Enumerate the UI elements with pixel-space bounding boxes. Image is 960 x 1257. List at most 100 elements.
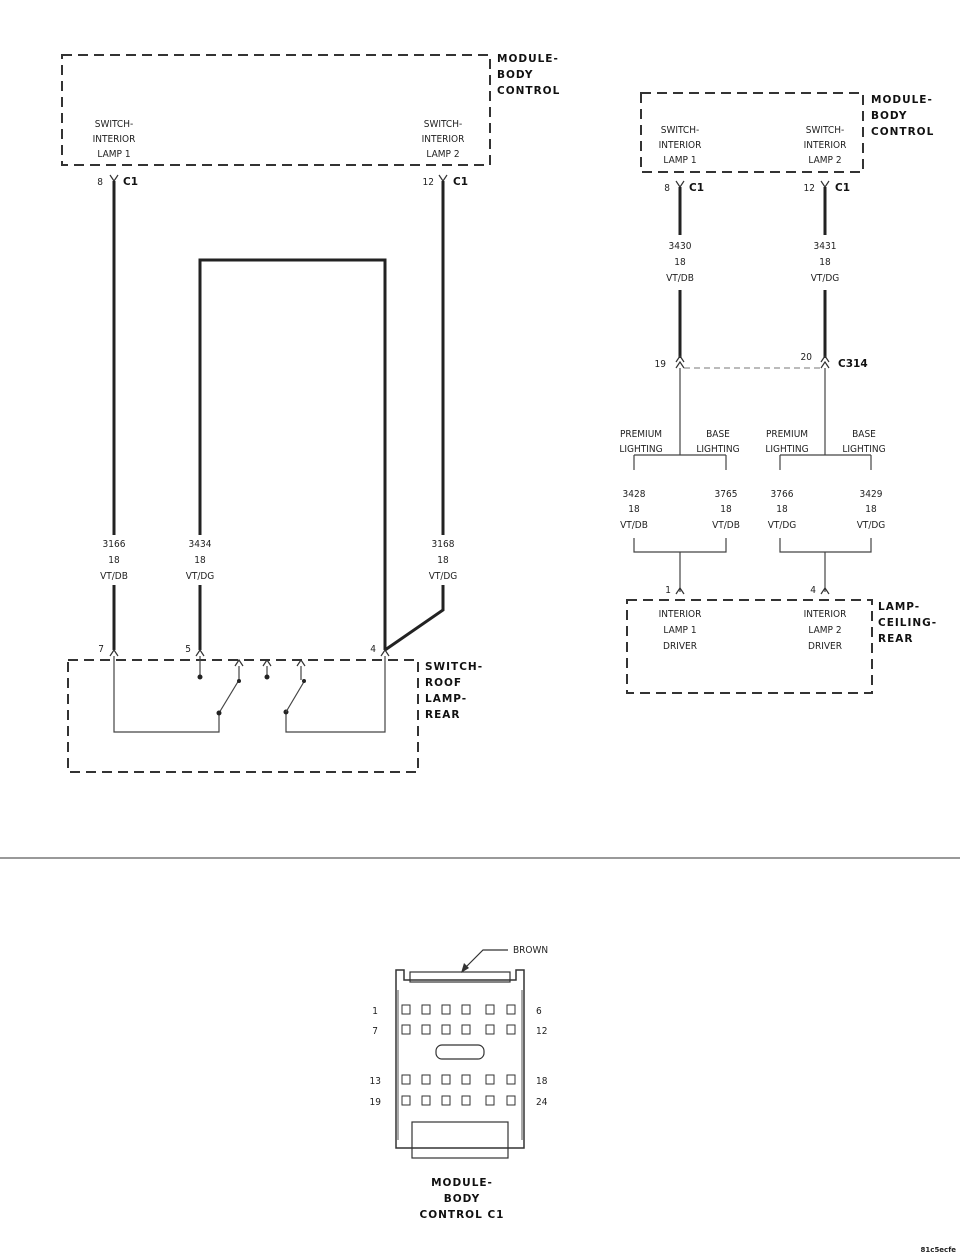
svg-text:18: 18 [437, 555, 449, 566]
svg-text:3434: 3434 [189, 539, 212, 550]
wire-3434-loop [198, 258, 387, 650]
svg-text:18: 18 [674, 257, 686, 268]
svg-text:BODY: BODY [497, 69, 533, 81]
right-bcm-pin12: 12 [804, 183, 815, 194]
cavity-19 [401, 1095, 411, 1106]
svg-text:CEILING-: CEILING- [878, 617, 937, 629]
svg-text:BODY: BODY [871, 110, 907, 122]
right-circuit: MODULE- BODY CONTROL SWITCH- INTERIOR LA… [619, 92, 937, 694]
label-wire-3766: 3766 18 VT/DG [768, 489, 797, 531]
svg-text:VT/DB: VT/DB [666, 273, 694, 284]
svg-text:LIGHTING: LIGHTING [765, 444, 808, 455]
svg-text:INTERIOR: INTERIOR [804, 609, 847, 620]
switch-internals [113, 656, 386, 733]
right-bcm-title: MODULE- BODY CONTROL [871, 94, 933, 138]
lamp2-driver-label: INTERIOR LAMP 2 DRIVER [804, 609, 847, 652]
label-wire-3429: 3429 18 VT/DG [857, 489, 886, 531]
row3-left-num: 13 [370, 1076, 381, 1087]
c314-pin19: 19 [655, 359, 667, 370]
svg-text:DRIVER: DRIVER [663, 641, 697, 652]
svg-text:INTERIOR: INTERIOR [422, 134, 465, 145]
connector-color-label: BROWN [513, 945, 548, 956]
right-bcm-box [640, 92, 864, 173]
svg-text:INTERIOR: INTERIOR [93, 134, 136, 145]
svg-text:VT/DG: VT/DG [857, 520, 886, 531]
switch-roof-lamp-box [67, 659, 419, 773]
cavity-14 [421, 1074, 431, 1085]
svg-text:LAMP-: LAMP- [878, 601, 920, 613]
svg-text:BASE: BASE [852, 429, 876, 440]
svg-text:LAMP 2: LAMP 2 [426, 149, 459, 160]
cavity-6 [506, 1004, 516, 1015]
svg-text:LAMP 2: LAMP 2 [808, 155, 841, 166]
svg-text:LAMP 2: LAMP 2 [808, 625, 841, 636]
cavity-11 [485, 1024, 495, 1035]
svg-text:MODULE-: MODULE- [431, 1177, 493, 1189]
left-bcm-box [61, 54, 491, 166]
right-c1-a: C1 [689, 182, 704, 194]
svg-text:PREMIUM: PREMIUM [766, 429, 808, 440]
c314-pin20: 20 [801, 352, 813, 363]
svg-text:18: 18 [628, 504, 640, 515]
label-base-1: BASE LIGHTING [696, 429, 739, 455]
svg-text:SWITCH-: SWITCH- [661, 125, 699, 136]
cavity-9 [441, 1024, 451, 1035]
lamp-pin1: 1 [665, 585, 671, 596]
svg-text:SWITCH-: SWITCH- [424, 119, 462, 130]
right-bcm-pin1-label: SWITCH- INTERIOR LAMP 1 [659, 125, 702, 166]
svg-text:18: 18 [194, 555, 206, 566]
svg-text:LAMP-: LAMP- [425, 693, 467, 705]
wire-3168-lower [384, 585, 445, 652]
svg-text:REAR: REAR [425, 709, 460, 721]
cavity-13 [401, 1074, 411, 1085]
cavity-18 [506, 1074, 516, 1085]
connector-lower-key [411, 1121, 509, 1159]
left-bcm-title: MODULE- BODY CONTROL [497, 53, 559, 97]
cavity-1 [401, 1004, 411, 1015]
cavity-7 [401, 1024, 411, 1035]
svg-text:INTERIOR: INTERIOR [659, 609, 702, 620]
cavity-23 [485, 1095, 495, 1106]
svg-text:SWITCH-: SWITCH- [95, 119, 133, 130]
row1-left-num: 1 [372, 1006, 378, 1017]
lamp-ceiling-rear-box [626, 599, 873, 694]
svg-text:REAR: REAR [878, 633, 913, 645]
svg-text:LAMP 1: LAMP 1 [97, 149, 130, 160]
svg-text:18: 18 [865, 504, 877, 515]
cavity-17 [485, 1074, 495, 1085]
left-c1-a: C1 [123, 176, 138, 188]
svg-text:MODULE-: MODULE- [497, 53, 559, 65]
cavity-12 [506, 1024, 516, 1035]
svg-text:SWITCH-: SWITCH- [425, 661, 483, 673]
label-wire-3166: 3166 18 VT/DB [100, 539, 128, 582]
svg-text:INTERIOR: INTERIOR [659, 140, 702, 151]
svg-text:3168: 3168 [432, 539, 455, 550]
connector-title: MODULE- BODY CONTROL C1 [420, 1177, 504, 1221]
left-bcm-pin8: 8 [97, 177, 103, 188]
right-bcm-pin2-label: SWITCH- INTERIOR LAMP 2 [804, 125, 847, 166]
svg-text:LAMP 1: LAMP 1 [663, 625, 696, 636]
svg-text:3765: 3765 [715, 489, 738, 500]
svg-text:18: 18 [776, 504, 788, 515]
connector-cavities [401, 1004, 516, 1106]
svg-text:VT/DG: VT/DG [429, 571, 458, 582]
cavity-2 [421, 1004, 431, 1015]
row1-right-num: 6 [536, 1006, 542, 1017]
cavity-21 [441, 1095, 451, 1106]
switch-pin4: 4 [370, 644, 376, 655]
svg-text:18: 18 [108, 555, 120, 566]
label-wire-3434: 3434 18 VT/DG [186, 539, 215, 582]
left-bcm-pin2-label: SWITCH- INTERIOR LAMP 2 [422, 119, 465, 160]
cavity-4 [461, 1004, 471, 1015]
cavity-16 [461, 1074, 471, 1085]
row2-right-num: 12 [536, 1026, 547, 1037]
row3-right-num: 18 [536, 1076, 548, 1087]
label-wire-3430: 3430 18 VT/DB [666, 241, 694, 284]
cavity-8 [421, 1024, 431, 1035]
svg-text:LIGHTING: LIGHTING [696, 444, 739, 455]
left-c1-b: C1 [453, 176, 468, 188]
svg-text:VT/DB: VT/DB [100, 571, 128, 582]
row4-right-num: 24 [536, 1097, 548, 1108]
left-bcm-pin12: 12 [423, 177, 434, 188]
